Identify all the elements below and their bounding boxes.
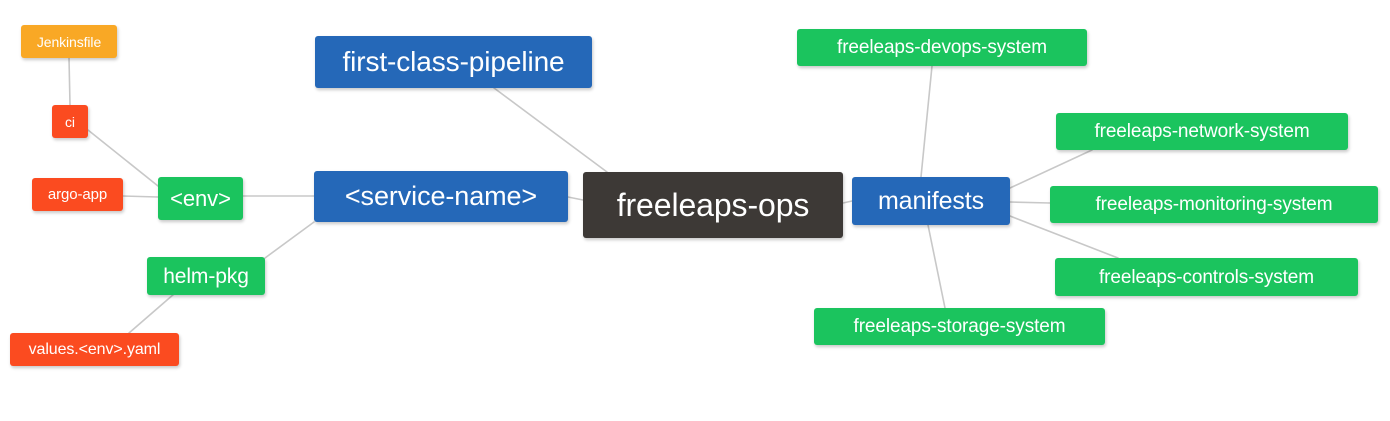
edge-helm-pkg-to-values-yaml: [128, 293, 175, 334]
node-service-name[interactable]: <service-name>: [314, 171, 568, 222]
node-freeleaps-controls-system[interactable]: freeleaps-controls-system: [1055, 258, 1358, 296]
node-label-ci: ci: [65, 113, 75, 130]
node-label-freeleaps-storage-system: freeleaps-storage-system: [853, 316, 1066, 337]
node-label-service-name: <service-name>: [344, 181, 538, 211]
node-label-manifests: manifests: [877, 186, 985, 215]
node-label-freeleaps-controls-system: freeleaps-controls-system: [1098, 266, 1315, 288]
edge-manifests-to-freeleaps-storage-system: [927, 224, 946, 309]
edge-manifests-to-freeleaps-devops-system: [920, 65, 933, 178]
node-label-freeleaps-devops-system: freeleaps-devops-system: [837, 37, 1047, 58]
edge-service-name-to-freeleaps-ops: [567, 196, 584, 201]
node-label-freeleaps-ops: freeleaps-ops: [616, 187, 810, 223]
node-label-helm-pkg: helm-pkg: [163, 264, 249, 288]
node-label-jenkinsfile: Jenkinsfile: [36, 33, 102, 50]
node-label-argo-app: argo-app: [47, 186, 108, 203]
node-freeleaps-devops-system[interactable]: freeleaps-devops-system: [797, 29, 1087, 66]
node-argo-app[interactable]: argo-app: [32, 178, 123, 211]
node-label-freeleaps-monitoring-system: freeleaps-monitoring-system: [1095, 194, 1333, 215]
edge-service-name-to-helm-pkg: [264, 221, 315, 259]
node-manifests[interactable]: manifests: [852, 177, 1010, 225]
edge-jenkinsfile-to-ci: [68, 57, 71, 106]
node-env[interactable]: <env>: [158, 177, 243, 220]
node-freeleaps-storage-system[interactable]: freeleaps-storage-system: [814, 308, 1105, 345]
node-values-yaml[interactable]: values.<env>.yaml: [10, 333, 179, 366]
node-ci[interactable]: ci: [52, 105, 88, 138]
node-label-env: <env>: [170, 185, 231, 211]
node-freeleaps-network-system[interactable]: freeleaps-network-system: [1056, 113, 1348, 150]
node-label-values-yaml: values.<env>.yaml: [28, 340, 161, 358]
node-helm-pkg[interactable]: helm-pkg: [147, 257, 265, 295]
edge-first-class-pipeline-to-freeleaps-ops: [493, 87, 608, 173]
node-first-class-pipeline[interactable]: first-class-pipeline: [315, 36, 592, 88]
node-freeleaps-monitoring-system[interactable]: freeleaps-monitoring-system: [1050, 186, 1378, 223]
edge-manifests-to-freeleaps-monitoring-system: [1009, 201, 1051, 204]
node-freeleaps-ops[interactable]: freeleaps-ops: [583, 172, 843, 238]
edge-argo-app-to-env: [122, 195, 159, 198]
edge-manifests-to-freeleaps-network-system: [1009, 149, 1093, 189]
node-jenkinsfile[interactable]: Jenkinsfile: [21, 25, 117, 58]
edge-freeleaps-ops-to-manifests: [842, 200, 853, 204]
node-label-first-class-pipeline: first-class-pipeline: [342, 46, 565, 77]
node-label-freeleaps-network-system: freeleaps-network-system: [1094, 121, 1310, 142]
